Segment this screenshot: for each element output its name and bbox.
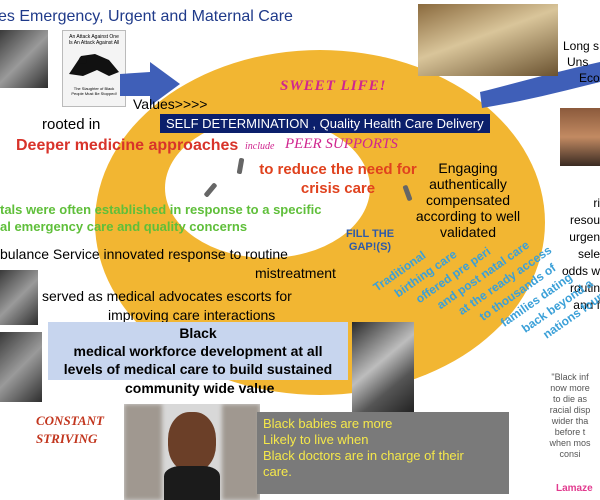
workforce-line: medical workforce development at all bbox=[73, 343, 323, 359]
babies-line: Likely to live when bbox=[263, 432, 369, 447]
fill-gap-line: GAP!(S) bbox=[348, 241, 392, 253]
reduce-line: crisis care bbox=[300, 180, 376, 197]
mistreatment-text: mistreatment bbox=[255, 265, 336, 281]
workforce-line: Black bbox=[179, 325, 217, 341]
right-top-line: Eco bbox=[579, 71, 600, 85]
include-text: include bbox=[245, 141, 275, 152]
values-label: Values>>>> bbox=[133, 96, 208, 112]
hands-photo bbox=[352, 322, 414, 412]
quote-line: now more bbox=[550, 383, 590, 393]
workforce-line: levels of medical care to build sustaine… bbox=[63, 361, 333, 377]
peer-supports-text: PEER SUPPORTS bbox=[285, 136, 398, 152]
quote-line: before t bbox=[554, 427, 586, 437]
babies-line: Black babies are more bbox=[263, 416, 393, 431]
constant-striving-text: CONSTANT STRIVING bbox=[36, 412, 104, 448]
page-title: es Emergency, Urgent and Maternal Care bbox=[0, 8, 293, 25]
protest-poster: An Attack Against One Is An Attack Again… bbox=[62, 30, 126, 107]
poster-caption-1: The Slaughter of Black bbox=[73, 86, 115, 91]
ambulance-text: bulance Service innovated response to ro… bbox=[0, 246, 288, 262]
engaging-line: Engaging bbox=[438, 160, 498, 176]
sweet-life-text: SWEET LIFE! bbox=[280, 78, 387, 94]
rooted-in-text: rooted in bbox=[42, 116, 101, 133]
historical-photo-nurses bbox=[0, 30, 48, 88]
ring-center bbox=[165, 118, 370, 258]
fill-gap-line: FILL THE bbox=[345, 228, 395, 240]
black-babies-box: Black babies are more Likely to live whe… bbox=[257, 412, 509, 494]
right-top-text: Long s Uns Eco bbox=[563, 38, 600, 86]
engaging-text: Engaging authentically compensated accor… bbox=[403, 160, 533, 240]
quote-text: "Black inf now more to die as racial dis… bbox=[540, 372, 600, 460]
workforce-line: community wide value bbox=[125, 380, 275, 396]
ambulance-photo bbox=[0, 270, 38, 325]
constant-line: STRIVING bbox=[36, 431, 98, 446]
engaging-line: validated bbox=[439, 224, 497, 240]
quote-line: "Black inf bbox=[551, 372, 589, 382]
poster-line-2: Is An Attack Against All bbox=[68, 40, 120, 46]
advocates-text: served as medical advocates escorts for bbox=[42, 288, 292, 304]
right-mid-line: ri bbox=[593, 196, 600, 210]
poster-line-1: An Attack Against One bbox=[69, 34, 119, 40]
engaging-line: compensated bbox=[425, 192, 511, 208]
hospitals-line: al emergency care and quality concerns bbox=[0, 219, 248, 234]
improving-text: improving care interactions bbox=[108, 307, 276, 323]
engaging-line: according to well bbox=[415, 208, 521, 224]
reduce-need-text: to reduce the need for crisis care bbox=[248, 160, 428, 198]
hospitals-text: tals were often established in response … bbox=[0, 201, 322, 235]
right-mid-line: sele bbox=[577, 247, 600, 261]
deeper-medicine-text: Deeper medicine approaches bbox=[16, 137, 239, 154]
couple-photo bbox=[560, 108, 600, 166]
right-mid-line: odds w bbox=[561, 264, 600, 278]
blue-arrow-band bbox=[120, 62, 600, 108]
quote-line: racial disp bbox=[549, 405, 591, 415]
historical-photo-man bbox=[0, 332, 42, 402]
right-mid-line: urgen bbox=[569, 230, 600, 244]
right-mid-line: resou bbox=[569, 213, 600, 227]
poster-caption-2: People Must Be Stopped! bbox=[71, 91, 117, 96]
engaging-line: authentically bbox=[429, 176, 507, 192]
fill-the-gap-text: FILL THE GAP!(S) bbox=[340, 228, 400, 254]
right-mid-line: and f bbox=[573, 298, 600, 312]
babies-line: Black doctors are in charge of their bbox=[263, 448, 464, 463]
right-mid-line: routin bbox=[569, 281, 600, 295]
doctor-portrait bbox=[124, 404, 260, 500]
quote-line: consi bbox=[559, 449, 581, 459]
constant-line: CONSTANT bbox=[36, 413, 104, 428]
horse-carriage-photo bbox=[418, 4, 558, 76]
babies-line: care. bbox=[263, 464, 292, 479]
panther-illustration bbox=[69, 54, 119, 76]
self-determination-banner: SELF DETERMINATION , Quality Health Care… bbox=[160, 114, 490, 133]
workforce-box: Black medical workforce development at a… bbox=[48, 322, 348, 380]
lamaze-logo: Lamaze bbox=[556, 483, 593, 494]
quote-line: wider tha bbox=[551, 416, 589, 426]
right-mid-text: ri resou urgen sele odds w routin and f bbox=[560, 195, 600, 314]
quote-line: to die as bbox=[552, 394, 588, 404]
right-top-line: Uns bbox=[567, 55, 589, 69]
hospitals-line: tals were often established in response … bbox=[0, 202, 322, 217]
right-top-line: Long s bbox=[563, 39, 600, 53]
quote-line: when mos bbox=[549, 438, 591, 448]
reduce-line: to reduce the need for bbox=[259, 161, 417, 178]
